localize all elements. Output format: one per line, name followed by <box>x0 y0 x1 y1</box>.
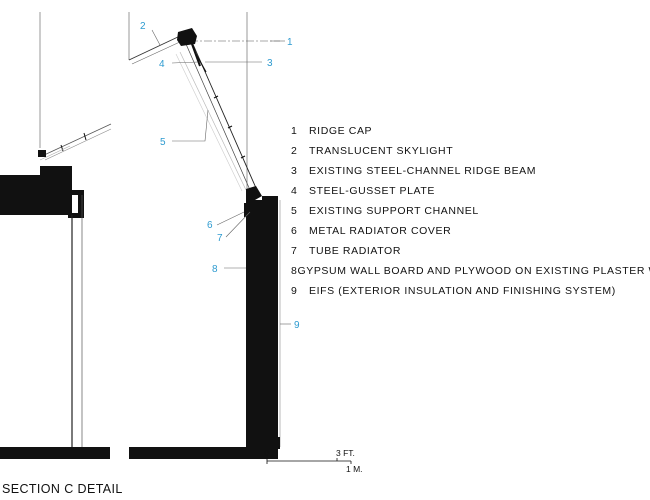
legend-number: 7 <box>291 245 298 257</box>
callout-5: 5 <box>160 137 166 148</box>
floor-slab-lip <box>270 437 280 449</box>
wall-board-strip <box>262 196 278 202</box>
main-section <box>128 12 281 459</box>
scale-bar: 0 3 FT. 1 M. <box>264 448 363 474</box>
legend-text: EXISTING STEEL-CHANNEL RIDGE BEAM <box>309 165 537 177</box>
legend-item: 3 EXISTING STEEL-CHANNEL RIDGE BEAM <box>291 161 646 181</box>
legend-text: RIDGE CAP <box>309 125 373 137</box>
legend-item: 4 STEEL-GUSSET PLATE <box>291 181 646 201</box>
legend-item: 6 METAL RADIATOR COVER <box>291 221 646 241</box>
left-roof-slab <box>0 175 72 215</box>
left-skylight-pane <box>128 35 181 61</box>
legend-item: 2 TRANSLUCENT SKYLIGHT <box>291 141 646 161</box>
legend-number: 4 <box>291 185 298 197</box>
left-skylight-mullion <box>60 144 64 152</box>
leader-2 <box>151 29 161 46</box>
callout-leaders <box>151 29 291 325</box>
left-skylight-pane <box>131 40 183 65</box>
skylight-mullion <box>240 155 246 159</box>
legend-item: 7 TUBE RADIATOR <box>291 241 646 261</box>
left-partial-section <box>0 12 112 459</box>
callout-4: 4 <box>159 59 165 70</box>
legend-number: 2 <box>291 145 298 157</box>
left-skylight-mullion <box>83 132 87 141</box>
support-channel-line <box>179 51 247 191</box>
callout-7: 7 <box>217 233 223 244</box>
legend-number: 1 <box>291 125 298 137</box>
callout-3: 3 <box>267 58 273 69</box>
ridge-cap <box>177 28 197 46</box>
leader-7 <box>225 211 251 238</box>
callout-8: 8 <box>212 264 218 275</box>
support-channel-line <box>175 53 243 192</box>
leader-5 <box>172 109 209 142</box>
wall-top-cap <box>246 186 262 200</box>
gusset-plate <box>195 53 207 73</box>
callout-1: 1 <box>287 37 293 48</box>
legend-text: GYPSUM WALL BOARD AND PLYWOOD ON EXISTIN… <box>297 265 650 277</box>
legend-text: EXISTING SUPPORT CHANNEL <box>309 205 479 217</box>
legend-number: 5 <box>291 205 298 217</box>
legend-text: EIFS (EXTERIOR INSULATION AND FINISHING … <box>309 285 616 297</box>
legend-number: 3 <box>291 165 298 177</box>
page-title: SECTION C DETAIL <box>2 482 123 496</box>
legend-text: TRANSLUCENT SKYLIGHT <box>309 145 454 157</box>
legend-text: STEEL-GUSSET PLATE <box>309 185 435 197</box>
left-skylight-pane-inner <box>44 128 112 161</box>
left-wall-trim <box>72 195 78 213</box>
left-support-channel <box>39 145 71 161</box>
legend-item: 5 EXISTING SUPPORT CHANNEL <box>291 201 646 221</box>
leader-6 <box>216 211 245 226</box>
legend-number: 8 <box>291 265 298 277</box>
main-skylight-pane <box>185 43 251 191</box>
legend-text: TUBE RADIATOR <box>309 245 402 257</box>
callout-9: 9 <box>294 320 300 331</box>
legend-item: 9 EIFS (EXTERIOR INSULATION AND FINISHING… <box>291 281 646 301</box>
left-ridge-cap <box>38 150 46 157</box>
left-floor-slab <box>0 447 110 459</box>
skylight-mullion <box>227 125 233 129</box>
legend-text: METAL RADIATOR COVER <box>309 225 452 237</box>
leader-4 <box>171 61 199 64</box>
scale-meters-label: 1 M. <box>346 464 363 474</box>
scale-feet-label: 3 FT. <box>336 448 355 458</box>
scale-zero-label: 0 <box>264 448 269 458</box>
callout-6: 6 <box>207 220 213 231</box>
left-skylight-pane <box>41 123 112 157</box>
legend-number: 6 <box>291 225 298 237</box>
callout-numbers: 1 2 3 4 5 6 7 8 9 <box>140 21 300 331</box>
skylight-mullion <box>213 95 219 99</box>
callout-2: 2 <box>140 21 146 32</box>
main-floor-slab <box>129 447 278 459</box>
left-parapet <box>40 166 72 178</box>
legend-item: 1 RIDGE CAP <box>291 121 646 141</box>
legend-number: 9 <box>291 285 298 297</box>
main-wall <box>246 200 278 447</box>
